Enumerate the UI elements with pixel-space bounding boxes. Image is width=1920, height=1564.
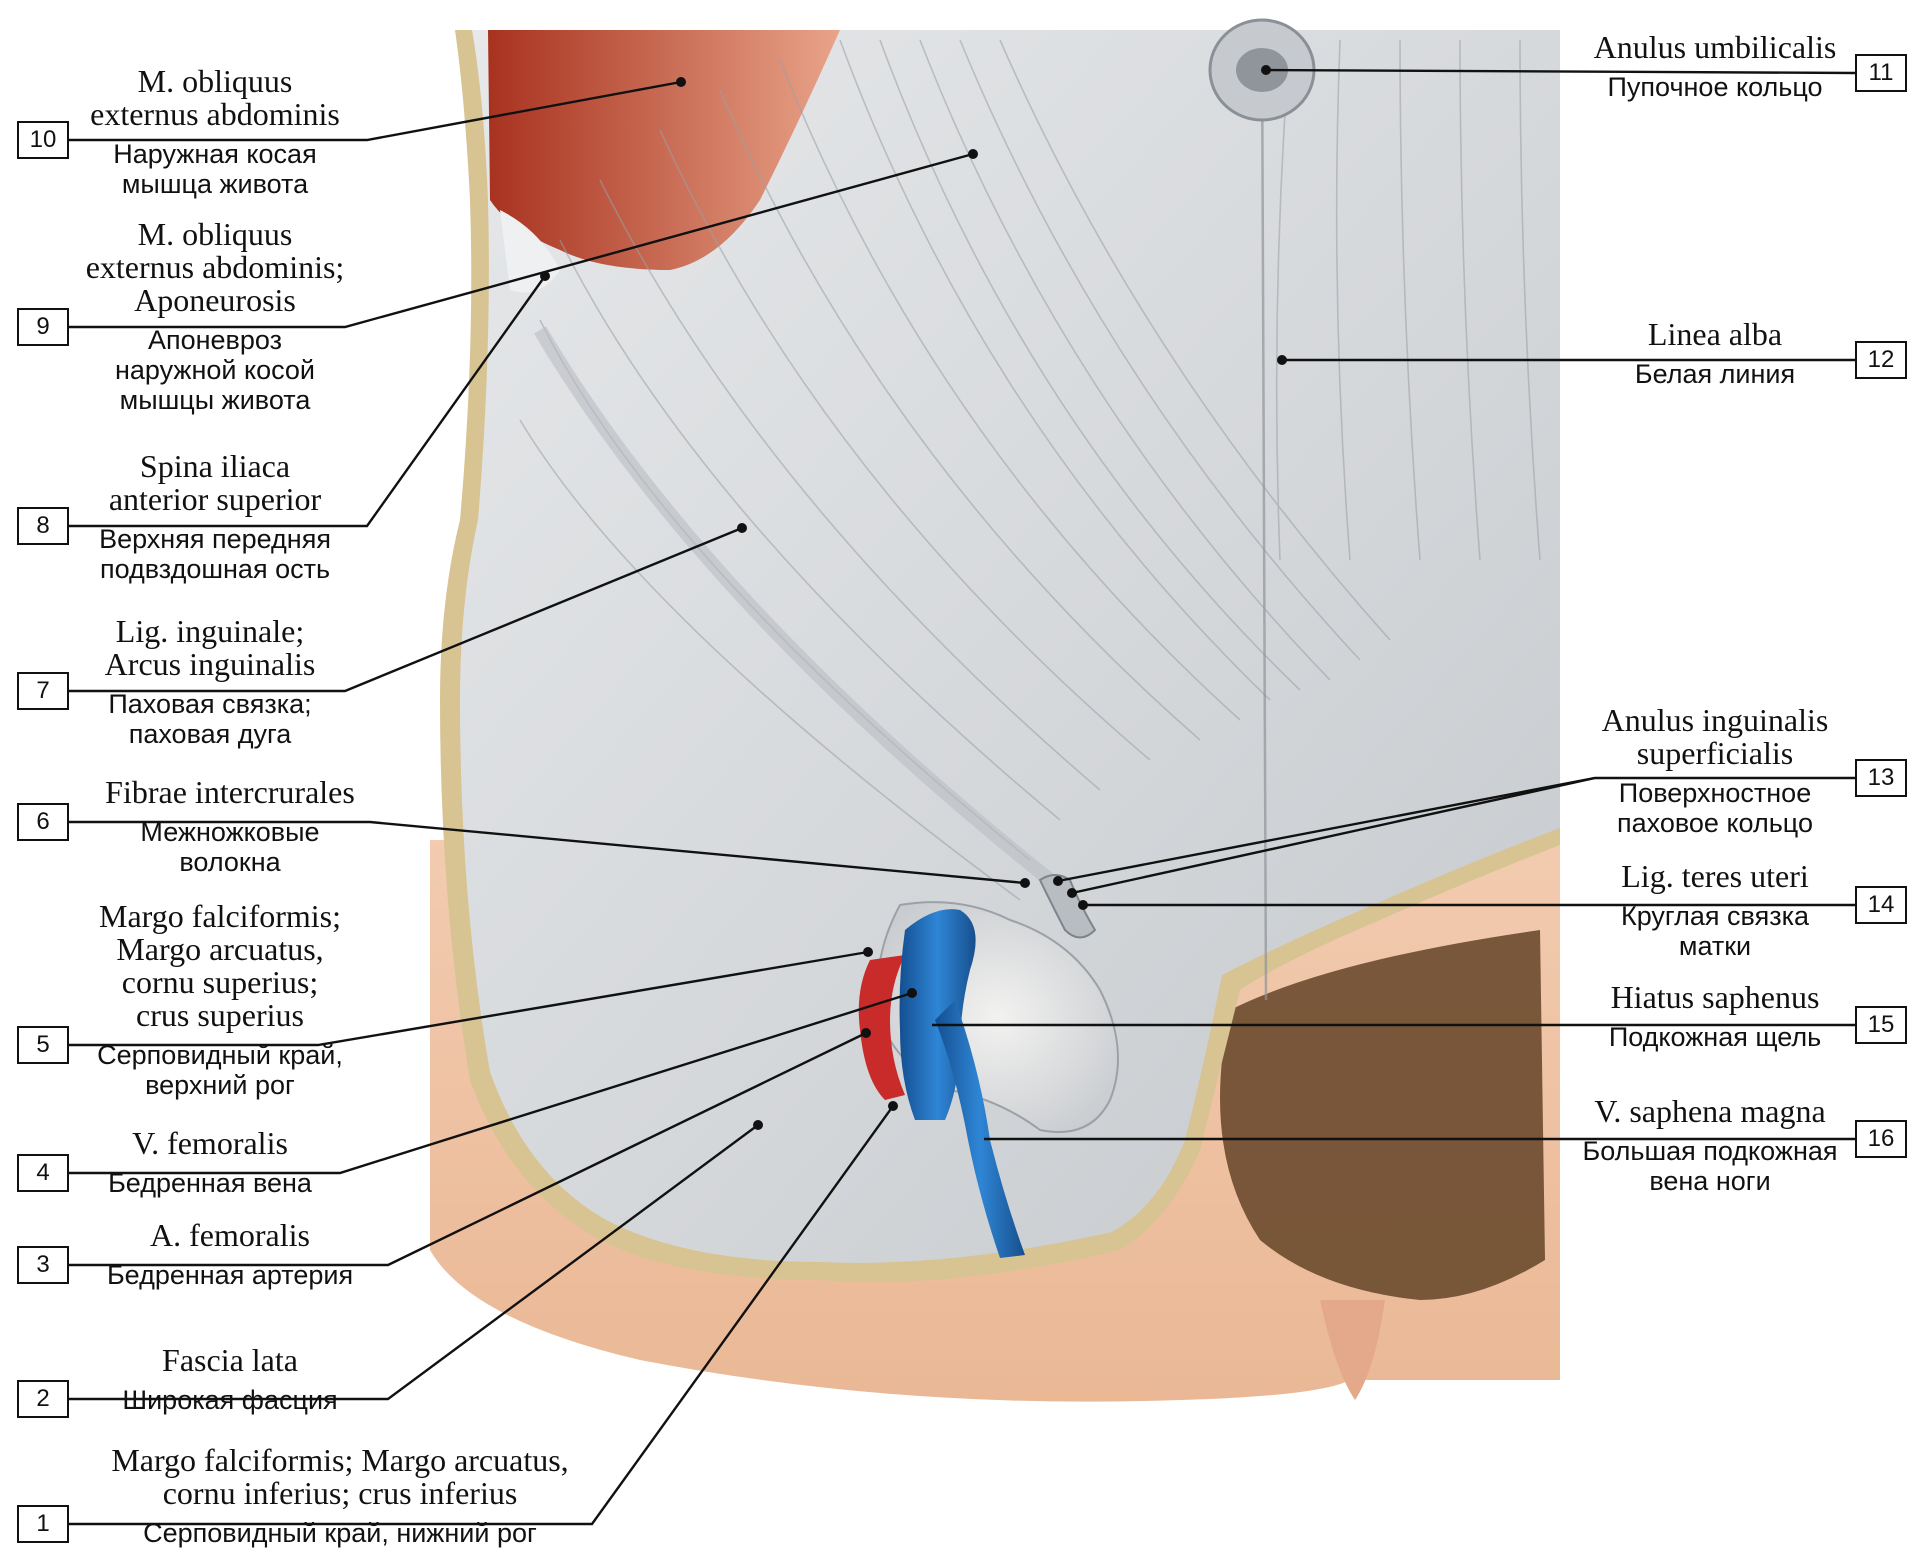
label-number-5: 5 (17, 1026, 69, 1064)
label-16-latin: V. saphena magna (1594, 1093, 1826, 1129)
femoral-artery (858, 955, 905, 1100)
label-14-russian: Круглая связка матки (1620, 901, 1810, 961)
label-4-russian: Бедренная вена (108, 1168, 312, 1198)
label-7-latin: Lig. inguinale; Arcus inguinalis (104, 613, 316, 682)
inguinal-ligament (533, 326, 1055, 886)
label-number-9: 9 (17, 308, 69, 346)
labia (1320, 1300, 1385, 1400)
label-number-12: 12 (1855, 341, 1907, 379)
label-4-latin: V. femoralis (132, 1125, 288, 1161)
label-1-latin: Margo falciformis; Margo arcuatus, cornu… (111, 1442, 569, 1511)
label-11-russian: Пупочное кольцо (1607, 72, 1823, 102)
great-saphenous-vein (935, 1000, 1025, 1258)
label-16: V. saphena magna Большая подкожная вена … (1560, 1093, 1860, 1197)
superficial-inguinal-ring (1038, 874, 1097, 939)
leader-7 (66, 526, 743, 693)
label-9-latin: M. obliquus externus abdominis; Aponeuro… (85, 216, 345, 318)
label-12-russian: Белая линия (1634, 359, 1796, 389)
label-number-6: 6 (17, 803, 69, 841)
pubic-hair (1220, 930, 1545, 1300)
label-16-russian: Большая подкожная вена ноги (1582, 1136, 1838, 1196)
external-oblique-muscle (488, 30, 840, 270)
label-2-russian: Широкая фасция (122, 1385, 338, 1415)
label-6-latin: Fibrae intercrurales (105, 774, 355, 810)
label-10: M. obliquus externus abdominis Наружная … (70, 63, 360, 200)
leader-6 (66, 820, 1026, 885)
label-number-7: 7 (17, 672, 69, 710)
label-7-russian: Паховая связка; паховая дуга (108, 689, 312, 749)
leader-10 (66, 80, 682, 142)
label-8-latin: Spina iliaca anterior superior (108, 448, 322, 517)
label-number-11: 11 (1855, 54, 1907, 92)
label-11: Anulus umbilicalis Пупочное кольцо (1575, 29, 1855, 103)
fascia-surface (460, 30, 1560, 1263)
leader-2 (66, 1124, 759, 1401)
label-9-russian: Апоневроз наружной косой мышцы живота (114, 325, 316, 415)
label-2: Fascia lata Широкая фасция (70, 1342, 390, 1416)
label-9: M. obliquus externus abdominis; Aponeuro… (70, 216, 360, 416)
label-8-russian: Верхняя передняя подвздошная ость (99, 524, 331, 584)
label-13-russian: Поверхностное паховое кольцо (1617, 778, 1813, 838)
linea-alba (1260, 39, 1268, 1001)
label-5-latin: Margo falciformis; Margo arcuatus, cornu… (98, 898, 341, 1033)
label-number-16: 16 (1855, 1120, 1907, 1158)
aponeurosis-fibres (519, 39, 1541, 901)
label-5-russian: Серповидный край, верхний рог (97, 1040, 343, 1100)
label-3-latin: A. femoralis (150, 1217, 310, 1253)
label-8: Spina iliaca anterior superior Верхняя п… (70, 448, 360, 585)
label-3-russian: Бедренная артерия (106, 1260, 354, 1290)
leader-5 (66, 950, 869, 1047)
label-15: Hiatus saphenus Подкожная щель (1575, 979, 1855, 1053)
label-6: Fibrae intercrurales Межножковые волокна (80, 774, 380, 878)
label-number-3: 3 (17, 1246, 69, 1284)
label-number-13: 13 (1855, 759, 1907, 797)
label-15-russian: Подкожная щель (1608, 1022, 1822, 1052)
label-1-russian: Серповидный край, нижний рог (143, 1518, 537, 1548)
label-2-latin: Fascia lata (162, 1342, 298, 1378)
label-number-1: 1 (17, 1505, 69, 1543)
label-4: V. femoralis Бедренная вена (70, 1125, 350, 1199)
leader-8 (66, 275, 546, 528)
label-6-russian: Межножковые волокна (140, 817, 320, 877)
label-3: A. femoralis Бедренная артерия (70, 1217, 390, 1291)
leader-lines (66, 68, 1856, 1526)
label-13: Anulus inguinalis superficialis Поверхно… (1575, 702, 1855, 839)
leader-13b (1071, 776, 1596, 895)
label-14-latin: Lig. teres uteri (1621, 858, 1809, 894)
leader-9 (66, 152, 974, 329)
label-number-4: 4 (17, 1154, 69, 1192)
label-5: Margo falciformis; Margo arcuatus, cornu… (70, 898, 370, 1101)
leader-dots (540, 65, 1287, 1130)
label-number-10: 10 (17, 121, 69, 159)
leader-1 (66, 1105, 894, 1526)
label-number-2: 2 (17, 1380, 69, 1418)
label-12: Linea alba Белая линия (1575, 316, 1855, 390)
leader-3 (66, 1031, 867, 1267)
label-12-latin: Linea alba (1647, 316, 1783, 352)
label-13-latin: Anulus inguinalis superficialis (1601, 702, 1829, 771)
label-10-latin: M. obliquus externus abdominis (90, 63, 340, 132)
label-7: Lig. inguinale; Arcus inguinalis Паховая… (70, 613, 350, 750)
label-number-14: 14 (1855, 886, 1907, 924)
label-10-russian: Наружная косая мышца живота (113, 139, 317, 199)
label-1: Margo falciformis; Margo arcuatus, cornu… (80, 1442, 600, 1549)
label-14: Lig. teres uteri Круглая связка матки (1575, 858, 1855, 962)
label-number-8: 8 (17, 507, 69, 545)
leader-11 (1265, 68, 1856, 75)
leader-4 (66, 991, 913, 1175)
label-number-15: 15 (1855, 1006, 1907, 1044)
label-15-latin: Hiatus saphenus (1610, 979, 1820, 1015)
label-11-latin: Anulus umbilicalis (1593, 29, 1837, 65)
